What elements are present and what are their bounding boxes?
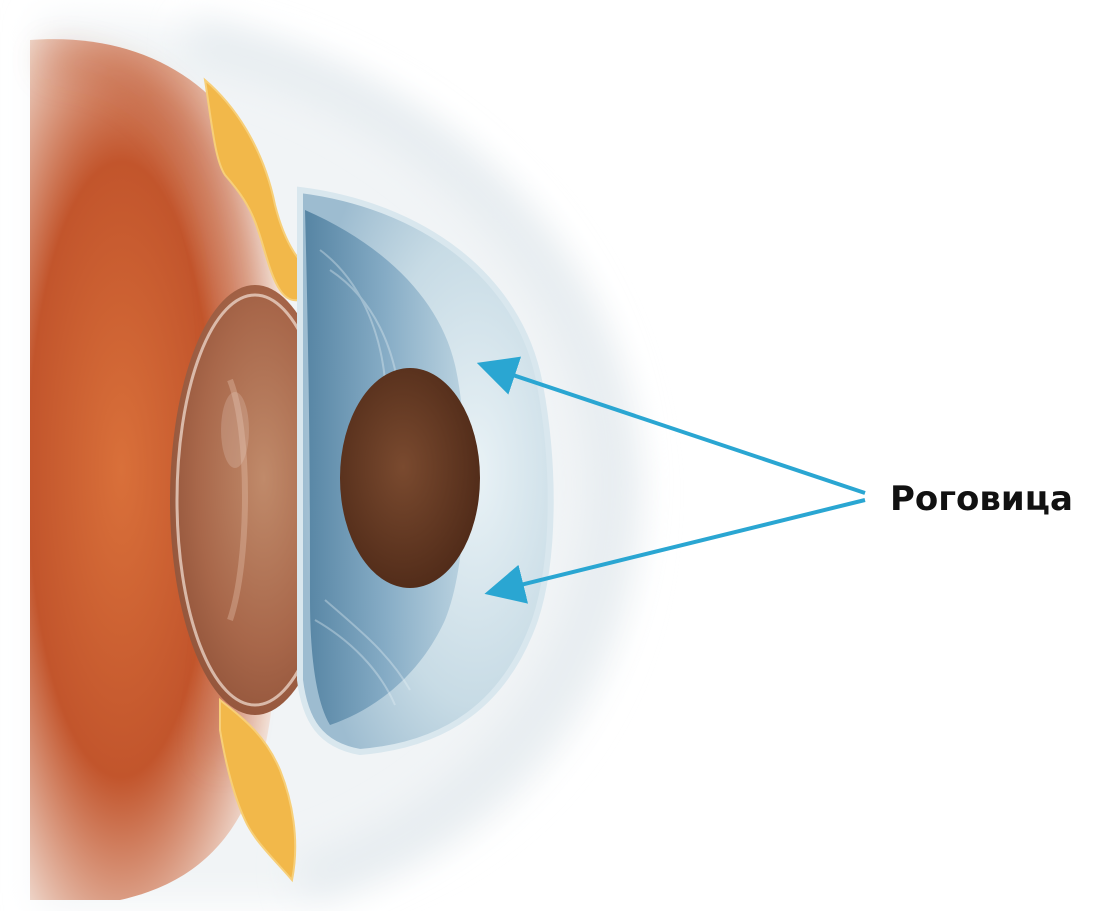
cornea-label: Роговица <box>890 479 1073 519</box>
pupil <box>340 368 480 588</box>
